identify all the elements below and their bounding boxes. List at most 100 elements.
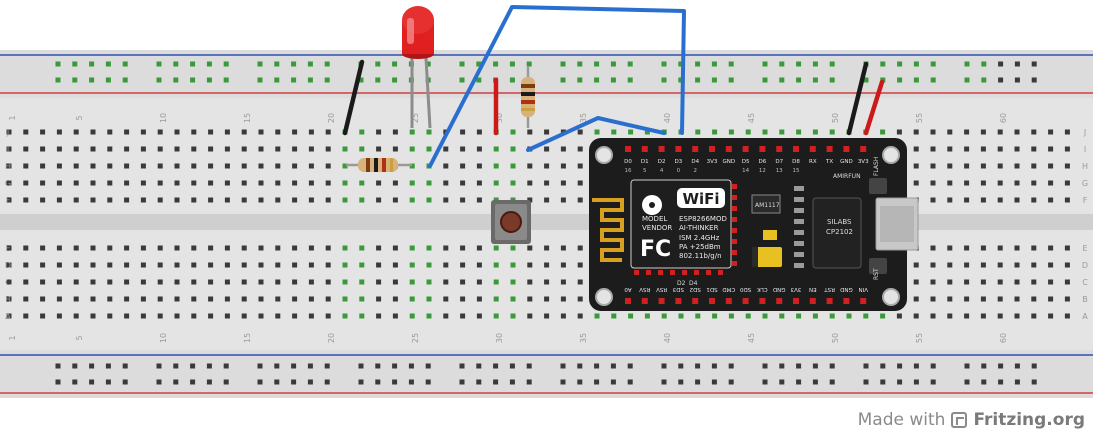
nodemcu-pin-label: A0 [624, 286, 632, 292]
breadboard-hole [292, 279, 298, 285]
nodemcu-pin [843, 298, 850, 304]
rail-hole [105, 61, 111, 67]
rail-hole [610, 61, 616, 67]
rail-hole [913, 363, 919, 369]
mount-hole [595, 288, 613, 306]
rail-hole [695, 77, 701, 83]
module-pad [670, 270, 675, 275]
rail-hole [1014, 379, 1020, 385]
row-letter: D [5, 261, 11, 270]
breadboard-hole [560, 197, 566, 203]
row-letter: I [7, 145, 9, 154]
breadboard-hole [745, 313, 751, 319]
column-number: 20 [327, 113, 336, 123]
breadboard-hole [6, 180, 12, 186]
breadboard-hole [997, 180, 1003, 186]
rail-hole [156, 77, 162, 83]
rail-hole [223, 61, 229, 67]
breadboard-hole [292, 180, 298, 186]
rail-hole [560, 77, 566, 83]
breadboard-hole [1048, 296, 1054, 302]
rail-hole [425, 61, 431, 67]
breadboard-hole [1048, 180, 1054, 186]
column-numbers: 1155101015152020252530303535404045455050… [8, 113, 1008, 343]
breadboard-hole [644, 129, 650, 135]
breadboard-hole [107, 245, 113, 251]
breadboard-hole [6, 296, 12, 302]
breadboard-hole [628, 313, 634, 319]
breadboard-hole [527, 262, 533, 268]
breadboard-hole [426, 129, 432, 135]
breadboard-hole [460, 146, 466, 152]
breadboard-hole [258, 296, 264, 302]
breadboard-hole [1014, 245, 1020, 251]
module-pad [732, 195, 737, 200]
row-letter: A [5, 312, 11, 321]
rail-hole [913, 379, 919, 385]
rail-hole [998, 61, 1004, 67]
breadboard-hole [577, 146, 583, 152]
rail-hole [206, 61, 212, 67]
nodemcu-pin-label: GND [840, 286, 853, 292]
breadboard-hole [23, 197, 29, 203]
nodemcu-pin-label: D8 [792, 159, 800, 165]
breadboard-hole [124, 197, 130, 203]
breadboard-hole [661, 313, 667, 319]
breadboard-hole [560, 279, 566, 285]
breadboard-hole [409, 129, 415, 135]
rail-hole [981, 379, 987, 385]
rail-hole [560, 379, 566, 385]
wires [342, 5, 885, 168]
breadboard-hole [174, 146, 180, 152]
rail-hole [105, 363, 111, 369]
nodemcu-pin-label: GND [722, 159, 735, 165]
nodemcu-pin-label: VIN [858, 286, 868, 292]
breadboard-hole [443, 245, 449, 251]
rail-hole [897, 61, 903, 67]
row-letter: D [1082, 261, 1088, 270]
rail-hole [156, 379, 162, 385]
breadboard-hole [611, 129, 617, 135]
breadboard-hole [1048, 197, 1054, 203]
breadboard-hole [762, 313, 768, 319]
breadboard-hole [157, 279, 163, 285]
breadboard-hole [930, 146, 936, 152]
breadboard-hole [476, 180, 482, 186]
rail-hole [998, 363, 1004, 369]
rail-hole [89, 77, 95, 83]
breadboard-hole [124, 129, 130, 135]
breadboard-hole [56, 180, 62, 186]
rail-hole [779, 379, 785, 385]
column-number: 5 [75, 115, 84, 120]
breadboard-hole [964, 262, 970, 268]
rail-hole [863, 77, 869, 83]
column-number: 15 [243, 113, 252, 123]
mount-hole [882, 288, 900, 306]
rail-hole [122, 379, 128, 385]
rail-hole [981, 61, 987, 67]
breadboard-hole [23, 279, 29, 285]
nodemcu-pin-label: D2 [658, 159, 666, 165]
breadboard-hole [90, 197, 96, 203]
breadboard-hole [90, 279, 96, 285]
breadboard-hole [896, 313, 902, 319]
fritzing-brand-text: Fritzing.org [973, 410, 1085, 430]
breadboard-hole [124, 279, 130, 285]
rail-hole [358, 363, 364, 369]
rail-hole [762, 61, 768, 67]
breadboard-hole [980, 313, 986, 319]
breadboard-hole [443, 262, 449, 268]
breadboard-hole [107, 129, 113, 135]
breadboard-hole [23, 129, 29, 135]
breadboard-hole [342, 146, 348, 152]
breadboard-hole [174, 245, 180, 251]
rail-hole [829, 61, 835, 67]
breadboard-hole [1031, 146, 1037, 152]
module-model-label: MODEL [642, 215, 667, 223]
breadboard-hole [997, 313, 1003, 319]
smd-component [794, 241, 804, 246]
breadboard-hole [359, 279, 365, 285]
breadboard-hole [258, 163, 264, 169]
usb-chip-label-2: CP2102 [826, 228, 853, 236]
